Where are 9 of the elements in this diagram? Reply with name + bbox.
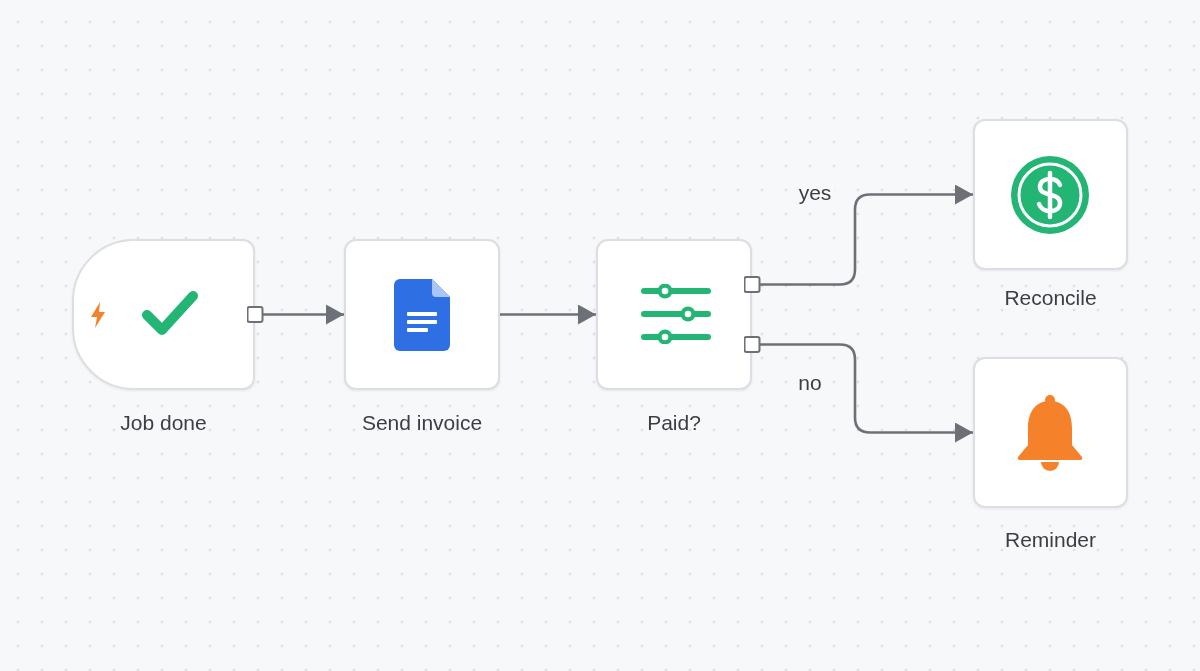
connector-arrow — [743, 336, 973, 443]
connector-arrow — [500, 304, 596, 325]
connector-arrow — [246, 304, 344, 325]
node-label: Reminder — [1005, 527, 1096, 552]
node-label: Paid? — [647, 410, 701, 435]
node-label: Send invoice — [361, 410, 483, 435]
node-label: Job done — [120, 410, 207, 435]
node-label: Reconcile — [1004, 285, 1097, 310]
connector-arrow — [743, 184, 973, 293]
